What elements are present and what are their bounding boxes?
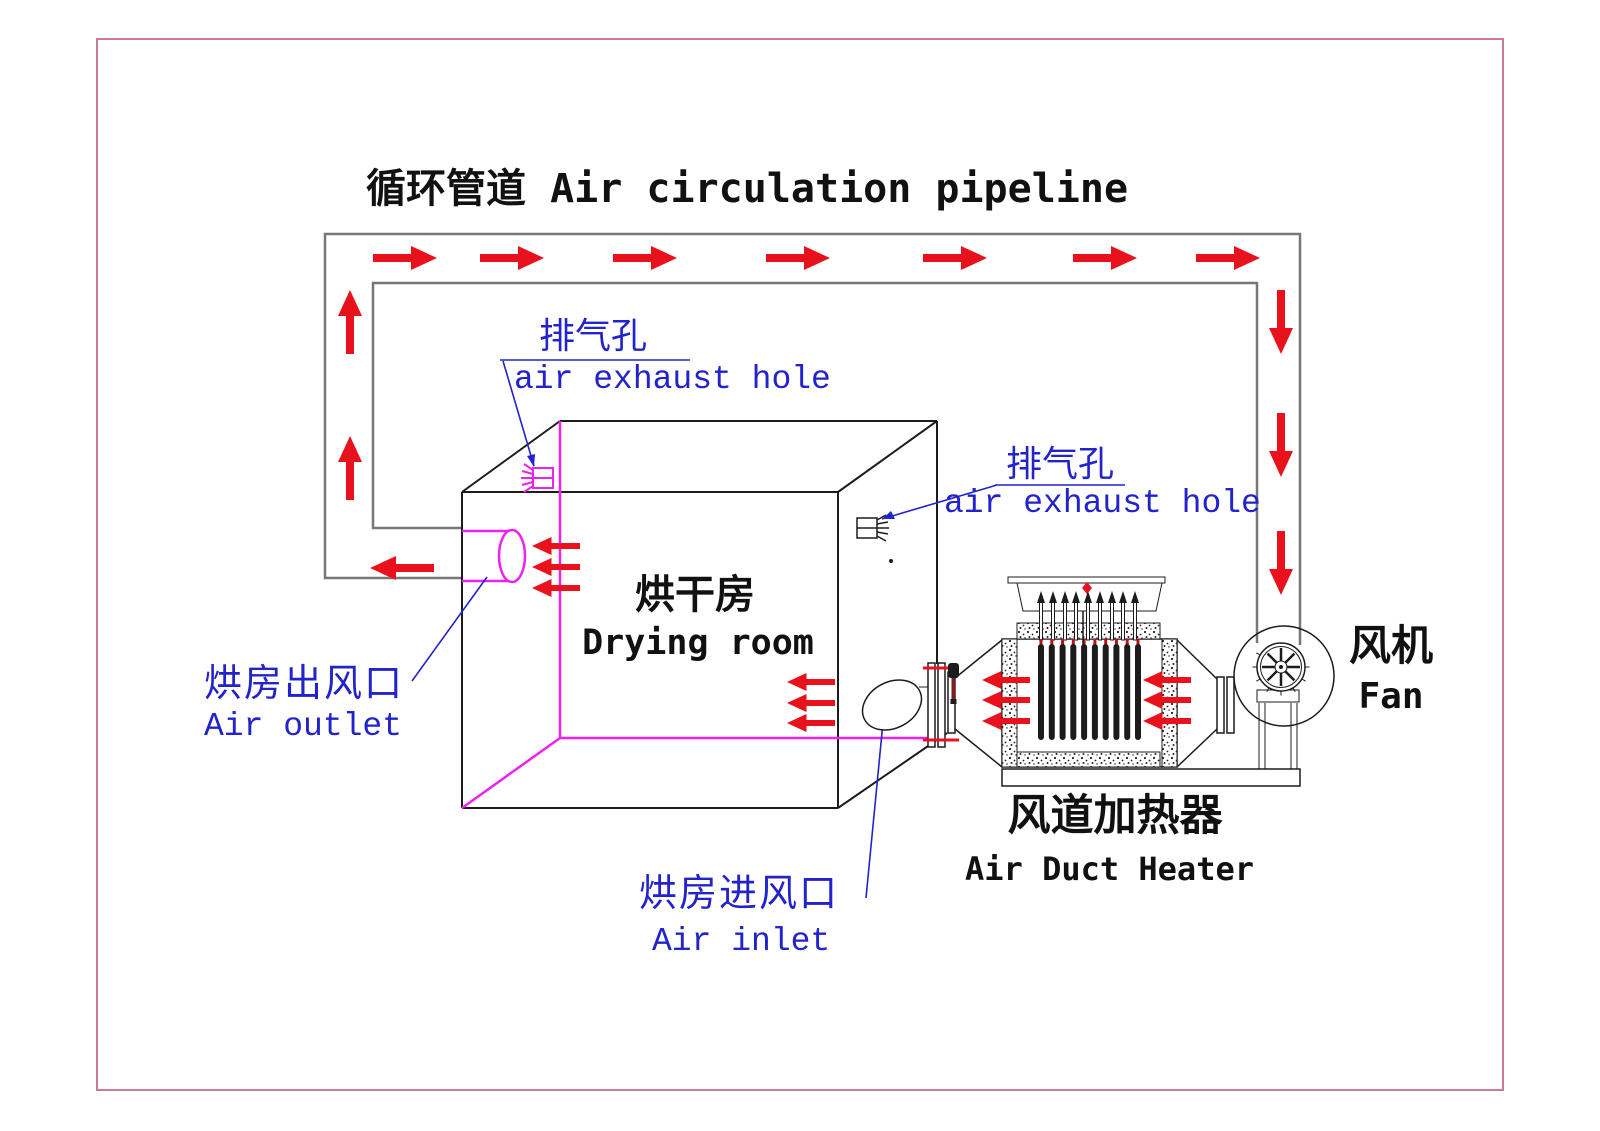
page-title: 循环管道 Air circulation pipeline [366,166,1129,212]
circulation-pipeline-duct [323,232,1302,645]
flow-arrow [1196,246,1260,270]
flow-arrow [1073,246,1137,270]
page-border [96,38,1504,1091]
terminal-box-lid [1007,576,1166,584]
flow-arrow [787,694,835,712]
flow-arrow [338,290,362,354]
label-exhaust-hole-2-en: air exhaust hole [944,485,1261,522]
drying-room-box [461,420,948,810]
leader-lines [411,359,1125,899]
flow-arrow [766,246,830,270]
terminal-pins [1037,591,1139,641]
label-drying-room-en: Drying room [582,623,814,663]
fan-volute [1233,625,1335,727]
heating-rods [1038,639,1141,740]
flow-arrow [1269,290,1293,354]
label-air-inlet-en: Air inlet [652,923,831,960]
label-air-outlet-zh: 烘房出风口 [204,663,405,705]
reference-dot [889,559,893,563]
flow-arrow [613,246,677,270]
air-inlet-port [861,679,928,731]
flow-arrow [480,246,544,270]
label-air-duct-heater-en: Air Duct Heater [965,850,1254,888]
air-duct-heater [923,576,1301,787]
flow-arrow [1269,531,1293,595]
flow-arrow [373,246,437,270]
valve-handle [948,663,959,704]
label-air-inlet-zh: 烘房进风口 [639,873,840,915]
label-exhaust-hole-1-zh: 排气孔 [538,315,647,356]
exhaust-hole-icon-2 [856,514,889,542]
heater-base [1001,768,1301,787]
label-air-duct-heater-zh: 风道加热器 [1007,792,1223,840]
indicator-diamond [1082,582,1092,594]
flow-arrow [532,537,580,555]
label-fan-zh: 风机 [1348,622,1433,669]
flow-arrow [923,246,987,270]
flow-arrow [370,556,434,580]
flow-arrow [338,436,362,500]
label-fan-en: Fan [1358,676,1424,717]
label-exhaust-hole-1-en: air exhaust hole [514,361,831,398]
flow-arrow [532,579,580,597]
fan-impeller [1252,642,1310,696]
fan-stand [1258,703,1298,769]
label-drying-room-zh: 烘干房 [635,573,755,617]
flow-arrow [532,558,580,576]
exhaust-hole-icon-1 [521,463,554,493]
fan-assembly [1233,625,1335,769]
label-air-outlet-en: Air outlet [204,708,403,745]
flow-arrow [787,673,835,691]
air-outlet-cylinder [462,528,527,584]
flow-arrow [1269,413,1293,477]
label-exhaust-hole-2-zh: 排气孔 [1005,443,1114,484]
flow-arrow [787,714,835,732]
